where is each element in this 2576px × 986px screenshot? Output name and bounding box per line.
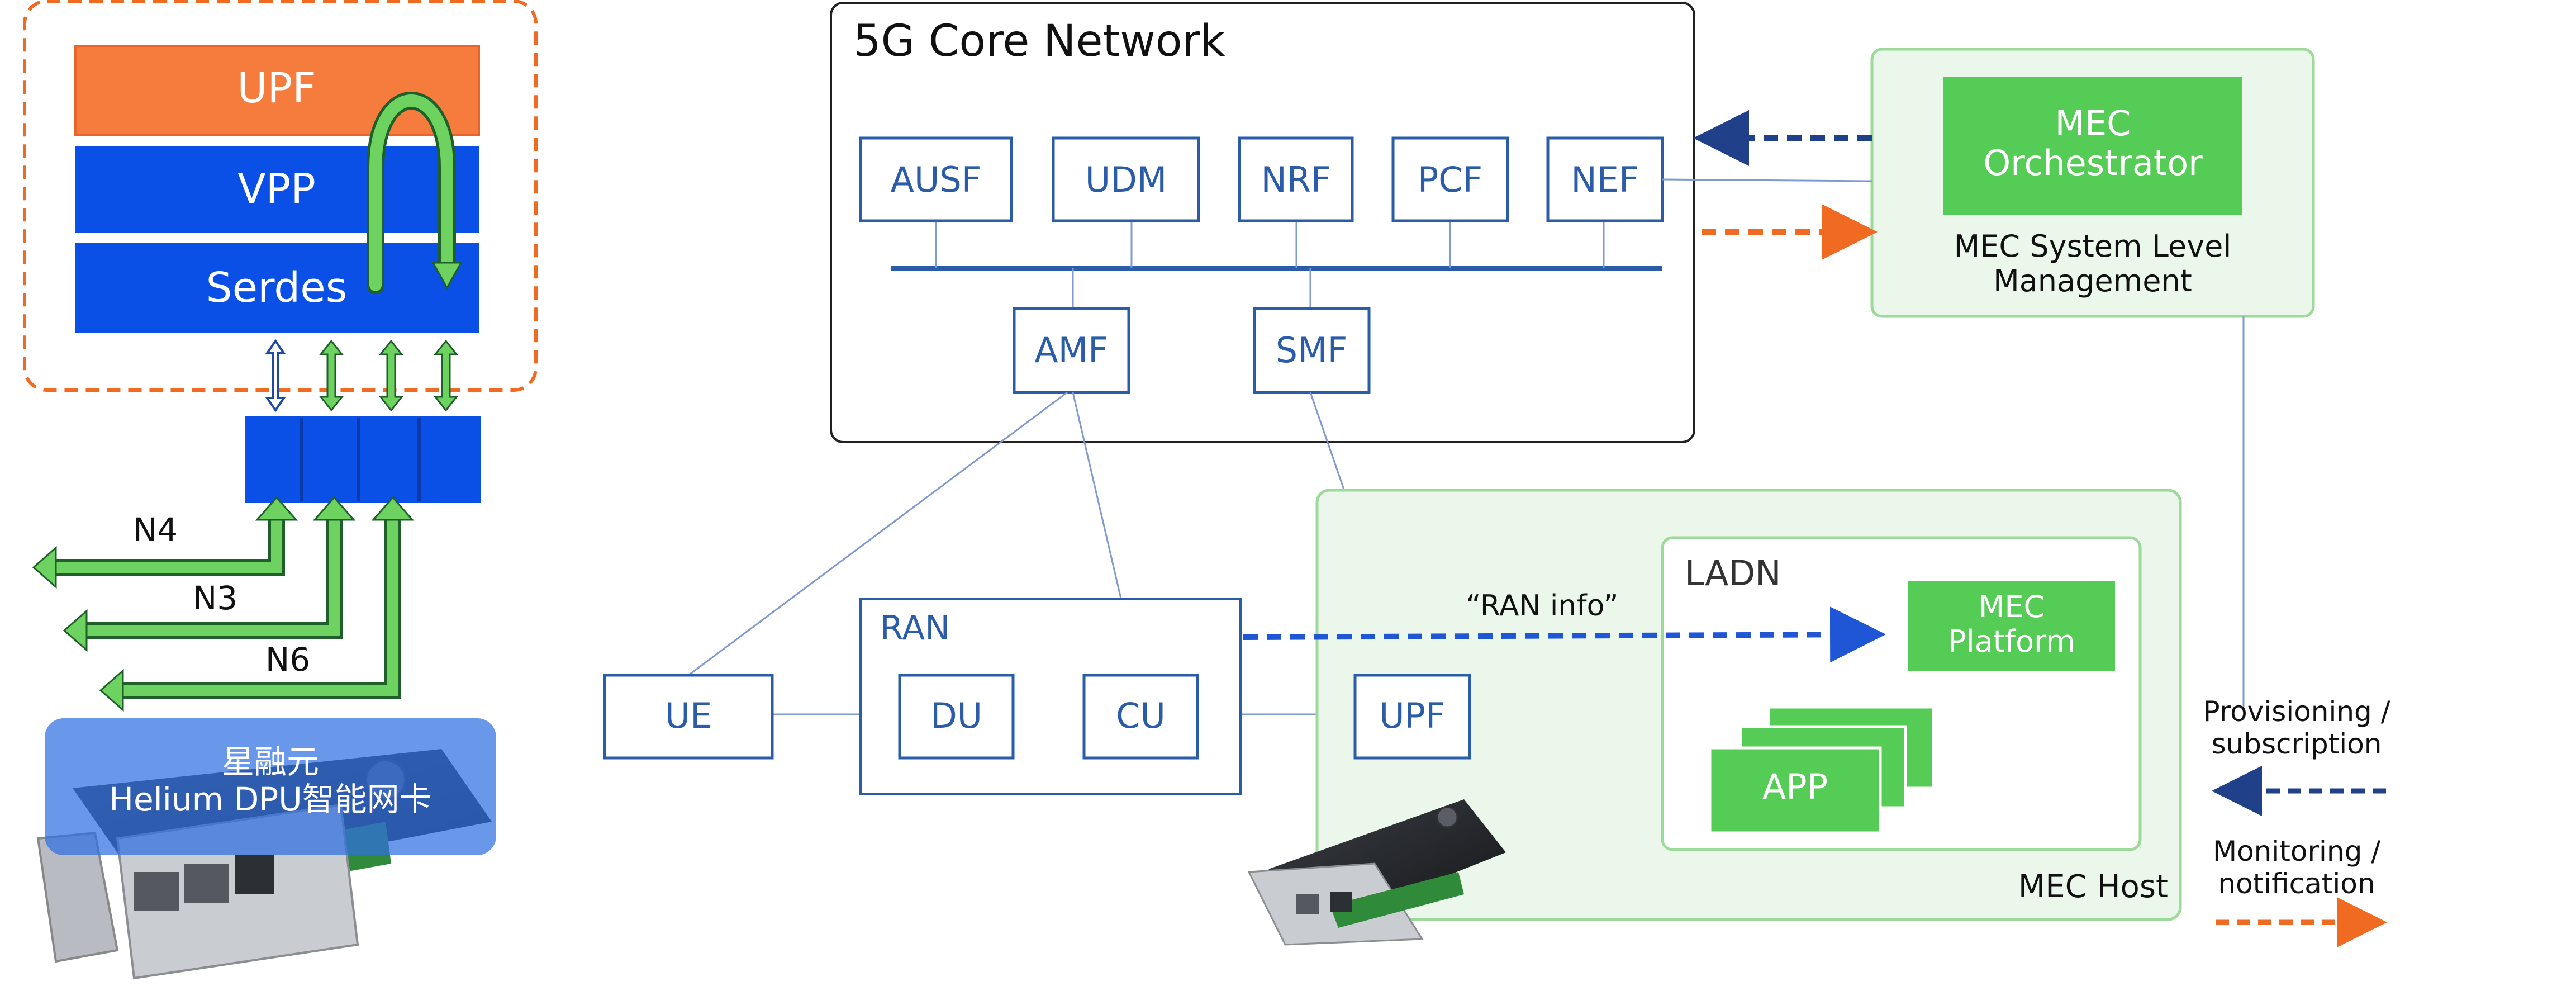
mec-host-title: MEC Host (2018, 869, 2168, 905)
udm-label: UDM (1085, 159, 1167, 200)
udm-node (1052, 136, 1200, 222)
mec-platform-label: MEC Platform (1948, 589, 2075, 660)
mec-orchestrator-box (1943, 77, 2242, 215)
upf-node (1353, 674, 1471, 760)
nic-card-small-image (1247, 799, 1506, 946)
n4-arrow-icon (32, 496, 298, 589)
n3-arrow-icon (63, 496, 356, 652)
mec-system-caption: MEC System Level Management (1954, 229, 2232, 299)
app-box-front (1708, 746, 1882, 835)
cu-label: CU (1116, 695, 1166, 736)
card-caption-box (45, 718, 496, 855)
dpu-dashed-frame (23, 0, 538, 392)
mec-orchestrator-label: MEC Orchestrator (1983, 103, 2203, 184)
pcf-label: PCF (1418, 159, 1482, 200)
upf-layer (74, 45, 480, 136)
nrf-node (1238, 136, 1354, 222)
double-arrow-icon (319, 339, 344, 412)
serdes-layer (75, 243, 479, 333)
ue-label: UE (664, 695, 712, 736)
nrf-label: NRF (1261, 159, 1330, 200)
amf-node (1013, 307, 1130, 394)
double-arrow-icon (433, 339, 459, 412)
ausf-label: AUSF (891, 159, 982, 200)
ran-info-arrow (1243, 606, 1886, 663)
legend-provisioning-label: Provisioning / subscription (2203, 695, 2390, 760)
n4-label: N4 (133, 511, 178, 549)
double-arrow-icon (265, 339, 286, 413)
smf-label: SMF (1276, 330, 1348, 371)
core-network-title: 5G Core Network (853, 16, 1225, 67)
n6-arrow-icon (99, 496, 415, 712)
serdes-layer-label: Serdes (206, 264, 348, 312)
n3-label: N3 (193, 579, 237, 617)
upf-layer-label: UPF (237, 64, 316, 112)
double-arrow-icon (378, 339, 404, 412)
port-block (245, 416, 481, 503)
ue-node (603, 674, 774, 760)
cu-node (1082, 674, 1199, 760)
vpp-layer-label: VPP (237, 165, 316, 213)
app-label: APP (1762, 766, 1828, 807)
ausf-node (859, 136, 1013, 222)
ran-info-label: “RAN info” (1466, 589, 1619, 623)
n6-label: N6 (265, 641, 310, 679)
loop-arrow-icon (367, 92, 463, 294)
mec-platform-box (1908, 581, 2115, 671)
pcf-node (1391, 136, 1509, 222)
vpp-layer (75, 146, 479, 233)
ladn-title: LADN (1685, 553, 1781, 594)
du-node (898, 674, 1015, 760)
ran-title: RAN (880, 609, 950, 648)
legend-monitoring-label: Monitoring / notification (2212, 835, 2381, 900)
upf-node-label: UPF (1379, 695, 1446, 736)
smf-node (1253, 307, 1371, 394)
du-label: DU (930, 695, 983, 736)
amf-label: AMF (1034, 330, 1108, 371)
card-caption: 星融元 Helium DPU智能网卡 (109, 743, 432, 818)
nef-label: NEF (1571, 159, 1638, 200)
